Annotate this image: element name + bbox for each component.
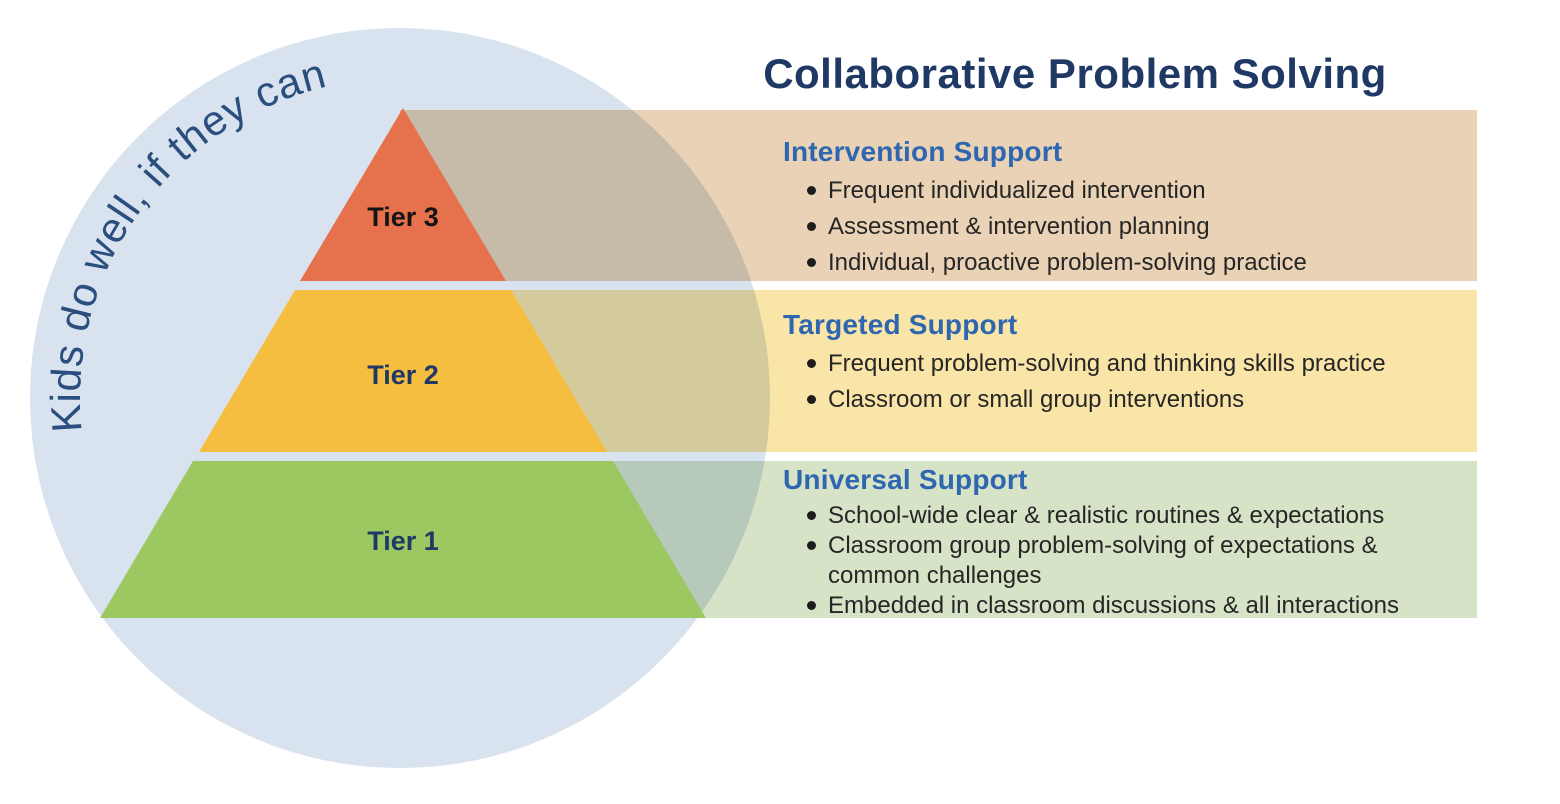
band-bullets-targeted: Frequent problem-solving and thinking sk…: [783, 346, 1438, 418]
bullet-item: Embedded in classroom discussions & all …: [783, 591, 1431, 621]
band-universal-text: Universal Support School-wide clear & re…: [783, 464, 1431, 621]
bullet-item: Classroom or small group interventions: [783, 382, 1438, 418]
page-title: Collaborative Problem Solving: [763, 50, 1387, 97]
band-bullets-universal: School-wide clear & realistic routines &…: [783, 501, 1431, 621]
band-heading-intervention: Intervention Support: [783, 136, 1063, 167]
band-heading-universal: Universal Support: [783, 464, 1028, 495]
band-bg-intervention: [400, 110, 1477, 281]
bullet-item: Individual, proactive problem-solving pr…: [783, 245, 1438, 281]
band-bullets-intervention: Frequent individualized intervention Ass…: [783, 173, 1438, 281]
tier-2-shape: [199, 290, 607, 452]
tier-1-label: Tier 1: [367, 526, 439, 556]
bullet-item: Frequent individualized intervention: [783, 173, 1438, 209]
tier-1-shape: [100, 461, 706, 618]
tier-3-label: Tier 3: [367, 202, 439, 232]
tier-2-label: Tier 2: [367, 360, 439, 390]
bullet-item: Assessment & intervention planning: [783, 209, 1438, 245]
bullet-item: School-wide clear & realistic routines &…: [783, 501, 1431, 531]
bullet-item: Frequent problem-solving and thinking sk…: [783, 346, 1438, 382]
band-intervention-text: Intervention Support Frequent individual…: [783, 136, 1438, 281]
tier-3-shape: [300, 108, 506, 281]
band-heading-targeted: Targeted Support: [783, 309, 1018, 340]
bullet-item: Classroom group problem-solving of expec…: [783, 531, 1431, 591]
band-targeted-text: Targeted Support Frequent problem-solvin…: [783, 309, 1438, 418]
